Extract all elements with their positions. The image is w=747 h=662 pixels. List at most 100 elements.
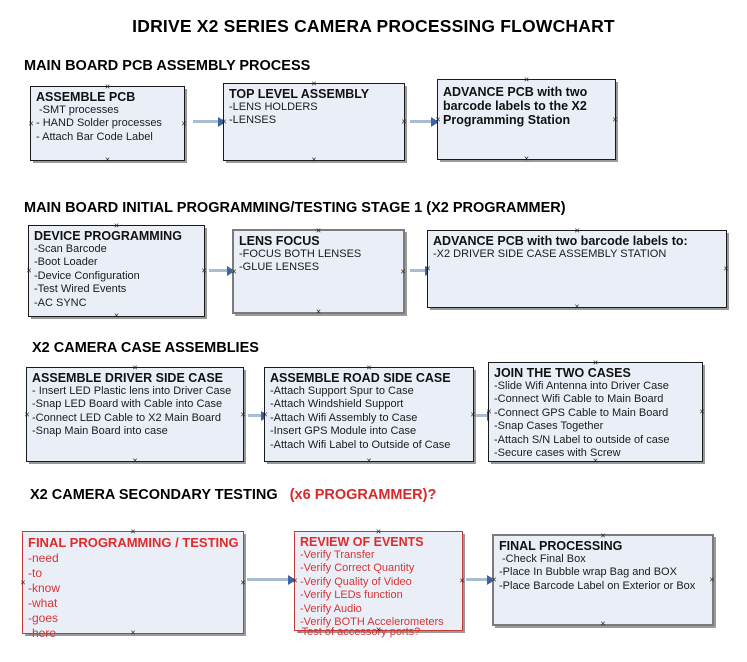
anchor-handle-icon[interactable] <box>26 268 33 275</box>
flow-box-line: -Snap Main Board into case <box>32 425 168 438</box>
flow-box-line: -Connect LED Cable to X2 Main Board <box>32 411 221 424</box>
anchor-handle-icon[interactable] <box>699 409 706 416</box>
anchor-handle-icon[interactable] <box>486 409 493 416</box>
flow-box-assemble-road-side-case[interactable]: ASSEMBLE ROAD SIDE CASE -Attach Support … <box>264 367 474 462</box>
anchor-handle-icon[interactable] <box>600 533 607 540</box>
anchor-handle-icon[interactable] <box>592 360 599 367</box>
flow-box-line: -Insert GPS Module into Case <box>270 425 417 438</box>
flow-box-review-of-events[interactable]: REVIEW OF EVENTS -Verify Transfer -Verif… <box>292 529 466 638</box>
anchor-handle-icon[interactable] <box>130 529 137 536</box>
connector-final-programming-to-review-of-events <box>247 574 296 585</box>
section-heading-text: X2 CAMERA SECONDARY TESTING <box>30 487 278 503</box>
flow-box-title: TOP LEVEL ASSEMBLY <box>229 87 370 101</box>
anchor-handle-icon[interactable] <box>181 120 188 127</box>
anchor-handle-icon[interactable] <box>592 458 599 465</box>
anchor-handle-icon[interactable] <box>28 120 35 127</box>
anchor-handle-icon[interactable] <box>425 266 432 273</box>
flow-box-line: -LENS HOLDERS <box>229 101 318 113</box>
anchor-handle-icon[interactable] <box>523 77 530 84</box>
anchor-handle-icon[interactable] <box>723 266 730 273</box>
anchor-handle-icon[interactable] <box>574 228 581 235</box>
flow-box-line: -Verify Audio <box>300 602 362 615</box>
anchor-handle-icon[interactable] <box>523 156 530 163</box>
anchor-handle-icon[interactable] <box>201 268 208 275</box>
flow-box-final-processing[interactable]: FINAL PROCESSING -Check Final Box -Place… <box>492 534 714 626</box>
anchor-handle-icon[interactable] <box>315 228 322 235</box>
anchor-handle-icon[interactable] <box>231 268 238 275</box>
flow-box-line: -Connect GPS Cable to Main Board <box>494 406 669 419</box>
flow-box-line: - HAND Solder processes <box>36 117 162 130</box>
flow-box-title: DEVICE PROGRAMMING <box>34 229 182 243</box>
flow-box-advance-pcb-to-x2-programming-station[interactable]: ADVANCE PCB with two barcode labels to t… <box>437 79 616 160</box>
flow-box-line: -Attach Support Spur to Case <box>270 385 414 397</box>
flow-box-lens-focus[interactable]: LENS FOCUS -FOCUS BOTH LENSES -GLUE LENS… <box>232 229 405 314</box>
flow-box-line: -Verify LEDs function <box>300 589 403 602</box>
anchor-handle-icon[interactable] <box>104 157 111 164</box>
anchor-handle-icon[interactable] <box>132 458 139 465</box>
flow-box-line: -Snap Cases Together <box>494 420 604 433</box>
anchor-handle-icon[interactable] <box>113 313 120 320</box>
anchor-handle-icon[interactable] <box>24 411 31 418</box>
section-heading-text: X2 CAMERA CASE ASSEMBLIES <box>32 340 259 356</box>
anchor-handle-icon[interactable] <box>366 365 373 372</box>
anchor-handle-icon[interactable] <box>104 84 111 91</box>
flow-box-line: -AC SYNC <box>34 296 87 309</box>
flow-box-advance-pcb-to-driver-side-case-station[interactable]: ADVANCE PCB with two barcode labels to: … <box>427 230 727 308</box>
anchor-handle-icon[interactable] <box>401 119 408 126</box>
flow-box-line: -what <box>28 595 58 610</box>
flow-box-line: -Connect Wifi Cable to Main Board <box>494 393 664 406</box>
flow-box-line: -here <box>28 625 57 640</box>
flow-box-device-programming[interactable]: DEVICE PROGRAMMING -Scan Barcode -Boot L… <box>28 225 205 317</box>
flow-box-line: -Verify BOTH Accelerometers <box>300 616 444 629</box>
anchor-handle-icon[interactable] <box>240 411 247 418</box>
anchor-handle-icon[interactable] <box>612 116 619 123</box>
flow-box-final-programming-testing[interactable]: FINAL PROGRAMMING / TESTING -need -to -k… <box>20 529 247 640</box>
flow-box-line: -Attach Wifi Label to Outside of Case <box>270 438 451 451</box>
anchor-handle-icon[interactable] <box>292 578 299 585</box>
flow-box-assemble-pcb[interactable]: ASSEMBLE PCB -SMT processes - HAND Solde… <box>30 86 185 161</box>
flow-box-line: -Place In Bubble wrap Bag and BOX <box>499 566 677 579</box>
flow-box-line: -to <box>28 565 43 580</box>
flow-box-line: -Secure cases with Screw <box>494 447 621 460</box>
flow-box-line: -GLUE LENSES <box>239 261 320 274</box>
flow-box-line: -Snap LED Board with Cable into Case <box>32 398 223 411</box>
page-title: IDRIVE X2 SERIES CAMERA PROCESSING FLOWC… <box>132 16 615 36</box>
flow-box-join-the-two-cases[interactable]: JOIN THE TWO CASES -Slide Wifi Antenna i… <box>488 362 703 462</box>
anchor-handle-icon[interactable] <box>574 304 581 311</box>
anchor-handle-icon[interactable] <box>459 578 466 585</box>
section-heading-text: MAIN BOARD PCB ASSEMBLY PROCESS <box>24 58 311 74</box>
anchor-handle-icon[interactable] <box>709 577 716 584</box>
anchor-handle-icon[interactable] <box>375 627 382 634</box>
section-heading-x2-camera-case-assemblies: X2 CAMERA CASE ASSEMBLIES <box>32 340 259 356</box>
anchor-handle-icon[interactable] <box>221 119 228 126</box>
flow-box-title: ASSEMBLE ROAD SIDE CASE <box>270 371 451 385</box>
flow-box-title: ADVANCE PCB with two barcode labels to t… <box>443 85 588 127</box>
flow-box-assemble-driver-side-case[interactable]: ASSEMBLE DRIVER SIDE CASE - Insert LED P… <box>26 367 244 462</box>
section-heading-x2-camera-secondary-testing: X2 CAMERA SECONDARY TESTING (x6 PROGRAMM… <box>30 487 436 503</box>
section-heading-red-note: (x6 PROGRAMMER)? <box>289 487 437 503</box>
flow-box-title: ASSEMBLE DRIVER SIDE CASE <box>32 371 224 385</box>
anchor-handle-icon[interactable] <box>491 577 498 584</box>
anchor-handle-icon[interactable] <box>600 621 607 628</box>
flow-box-line: -Test Wired Events <box>34 283 127 296</box>
anchor-handle-icon[interactable] <box>130 630 137 637</box>
anchor-handle-icon[interactable] <box>20 579 27 586</box>
anchor-handle-icon[interactable] <box>311 81 318 88</box>
flow-box-line: -Verify Transfer <box>300 549 375 561</box>
flow-box-line: -Place Barcode Label on Exterior or Box <box>499 579 696 592</box>
anchor-handle-icon[interactable] <box>400 268 407 275</box>
flow-box-line: -Scan Barcode <box>34 243 107 255</box>
anchor-handle-icon[interactable] <box>240 579 247 586</box>
anchor-handle-icon[interactable] <box>132 365 139 372</box>
flow-box-title: ADVANCE PCB with two barcode labels to: <box>433 234 688 248</box>
anchor-handle-icon[interactable] <box>375 529 382 536</box>
anchor-handle-icon[interactable] <box>262 411 269 418</box>
anchor-handle-icon[interactable] <box>311 157 318 164</box>
anchor-handle-icon[interactable] <box>435 116 442 123</box>
anchor-handle-icon[interactable] <box>113 223 120 230</box>
flow-box-top-level-assembly[interactable]: TOP LEVEL ASSEMBLY -LENS HOLDERS -LENSES <box>223 83 405 161</box>
anchor-handle-icon[interactable] <box>315 309 322 316</box>
anchor-handle-icon[interactable] <box>366 458 373 465</box>
flow-box-title: FINAL PROCESSING <box>499 539 623 553</box>
section-heading-main-board-pcb-assembly: MAIN BOARD PCB ASSEMBLY PROCESS <box>24 58 310 74</box>
